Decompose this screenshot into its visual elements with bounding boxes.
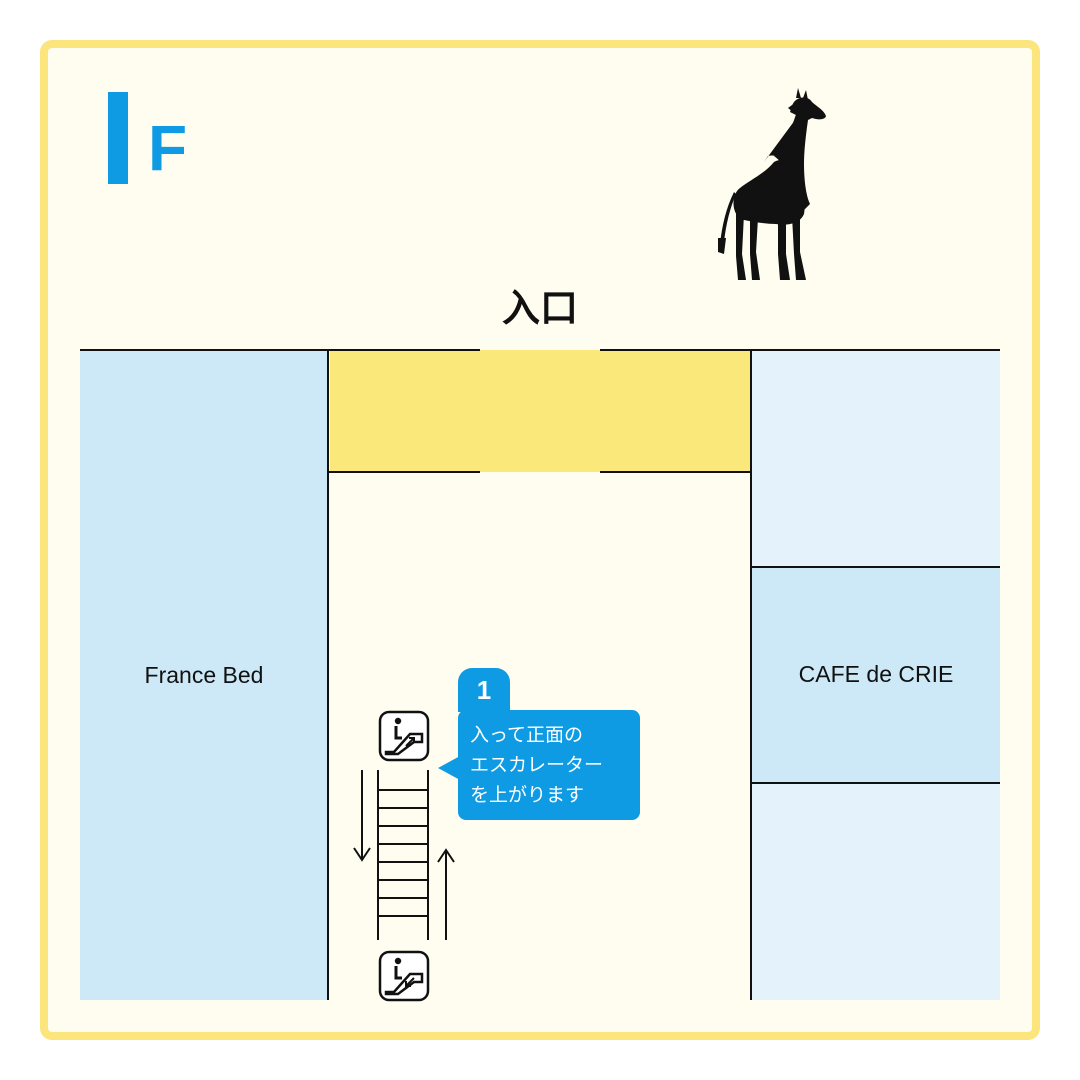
- store-left-name: France Bed: [144, 661, 264, 688]
- escalator-down-icon: [378, 950, 430, 1002]
- lobby-line-left: [328, 471, 480, 473]
- lobby-line-right: [600, 471, 752, 473]
- wall-left-corridor: [327, 349, 329, 1000]
- step-line-3: を上がります: [470, 784, 585, 806]
- wall-top-left: [80, 349, 480, 351]
- escalator[interactable]: [348, 764, 458, 944]
- space-right-upper: [752, 350, 1000, 566]
- wall-right-divider-2: [752, 782, 1000, 784]
- wall-right-divider-1: [752, 566, 1000, 568]
- store-right[interactable]: CAFE de CRIE: [752, 567, 1000, 782]
- wall-top-right: [600, 349, 1000, 351]
- store-right-name: CAFE de CRIE: [798, 661, 954, 687]
- entrance-lobby: [330, 350, 750, 472]
- floor-number-bar: [108, 92, 128, 184]
- floor-suffix: F: [148, 112, 188, 184]
- escalator-up-icon: [378, 710, 430, 762]
- callout-pointer: [438, 756, 460, 780]
- space-right-lower: [752, 783, 1000, 1000]
- step-number-badge: 1: [458, 668, 510, 712]
- store-left[interactable]: France Bed: [80, 350, 328, 1000]
- step-line-2: エスカレーター: [470, 754, 604, 776]
- step-line-1: 入って正面の: [470, 724, 584, 746]
- giraffe-silhouette-icon: [718, 88, 826, 280]
- step-callout: 入って正面の エスカレーター を上がります: [458, 710, 640, 820]
- entrance-label: 入口: [501, 286, 578, 330]
- wall-right-corridor: [750, 349, 752, 1000]
